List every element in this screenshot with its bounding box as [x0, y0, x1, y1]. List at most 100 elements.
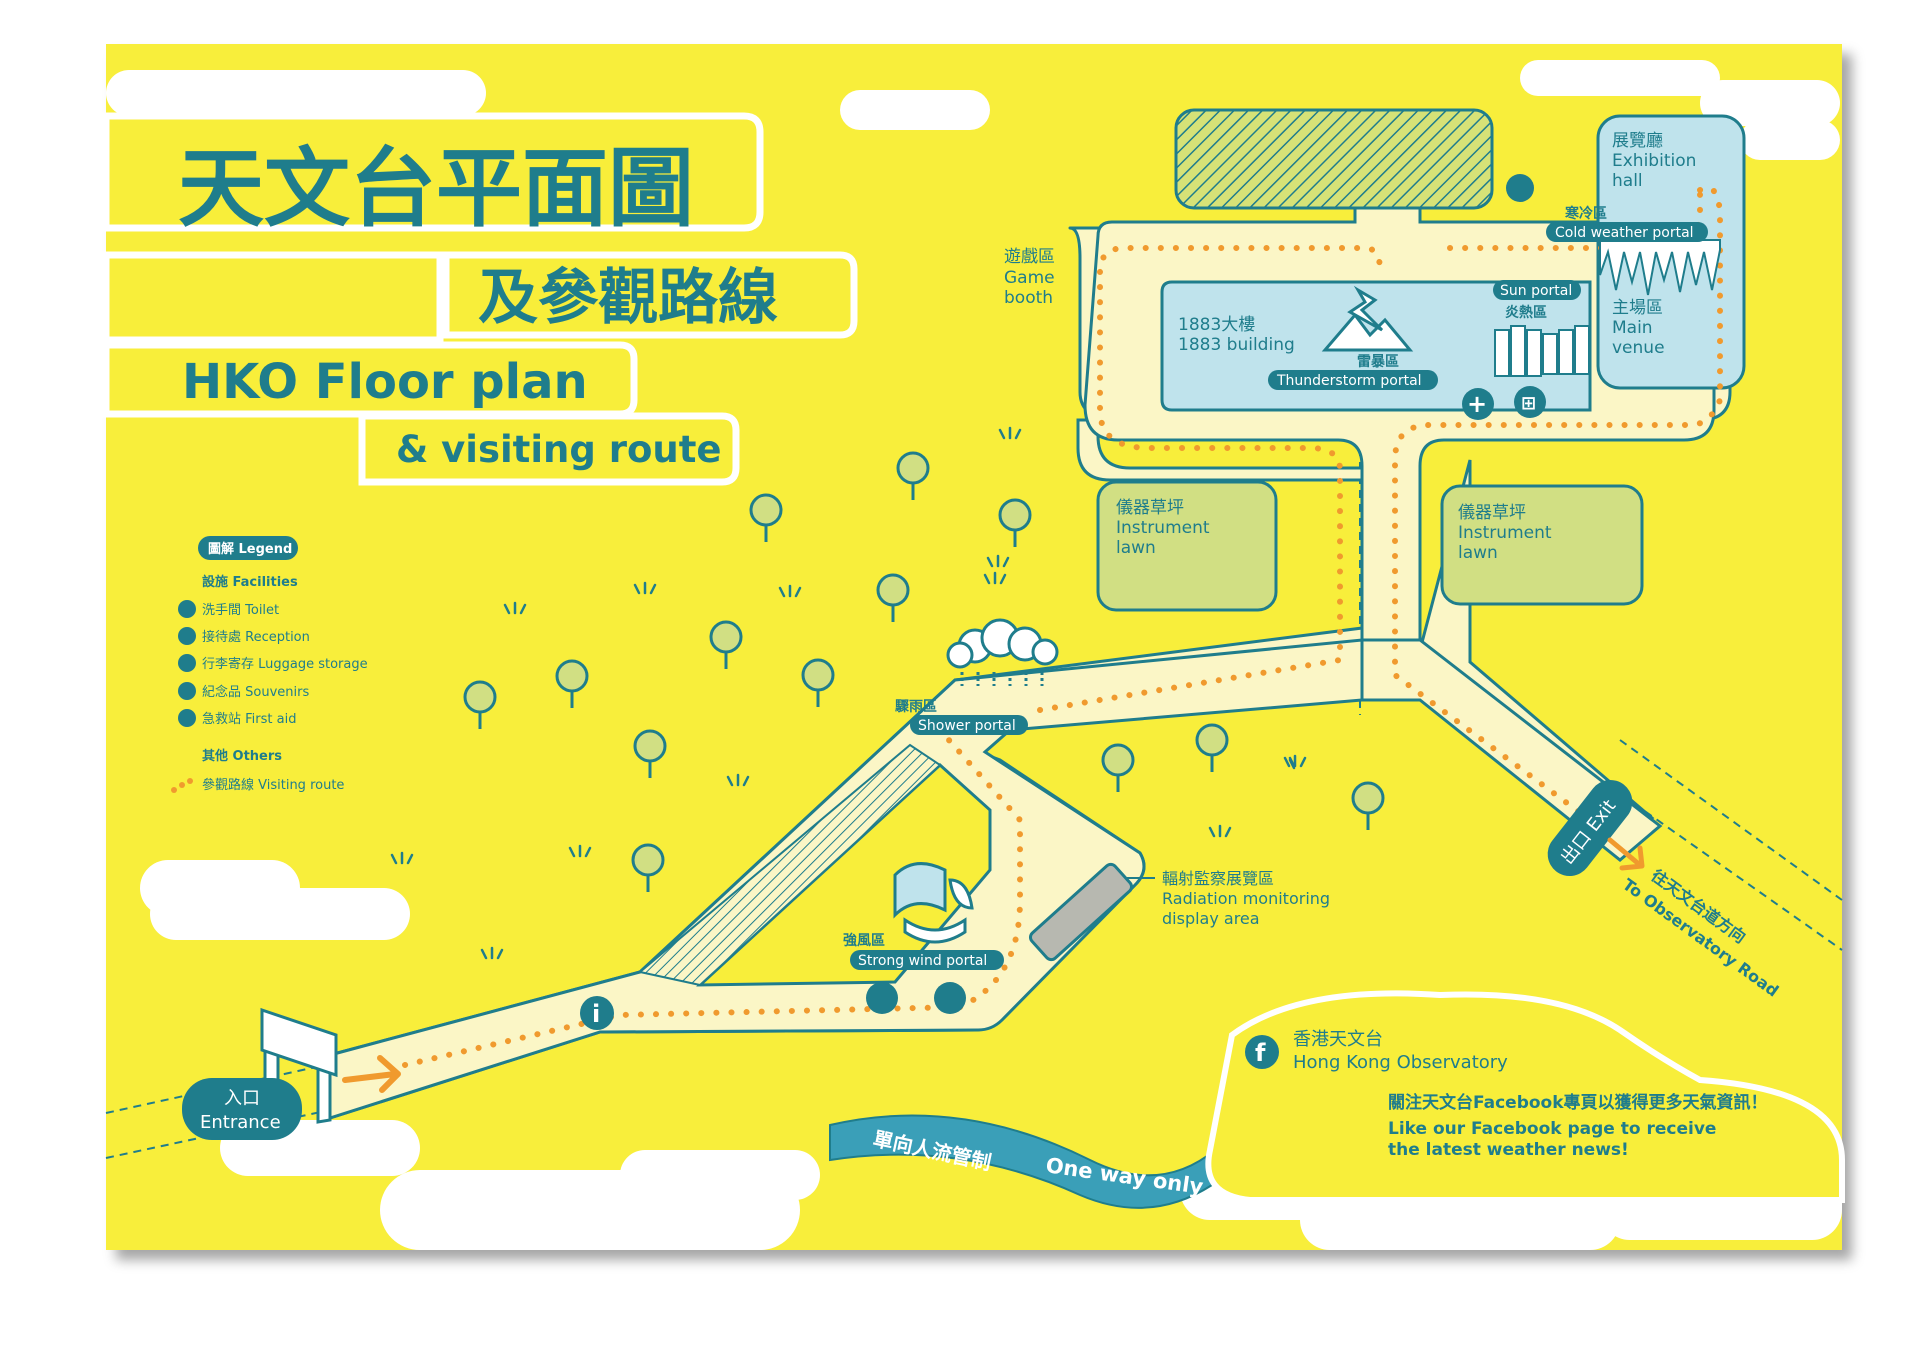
cold-zh: 寒冷區 [1565, 205, 1607, 222]
legend-reception: 接待處 Reception [202, 629, 310, 645]
entrance-badge [182, 1078, 302, 1140]
wind-portal-icon [893, 862, 974, 944]
sun-portal-icon [1494, 325, 1590, 377]
entrance-zh: 入口 [224, 1088, 260, 1109]
sun-en: Sun portal [1500, 283, 1572, 299]
game-booth-en2: booth [1004, 288, 1053, 308]
shower-en: Shower portal [918, 718, 1016, 734]
route-dot-icon [171, 787, 177, 793]
facebook-icon[interactable] [1245, 1035, 1279, 1069]
main-zh: 主場區 [1612, 298, 1663, 318]
game-booth-zh: 遊戲區 [1004, 247, 1055, 267]
tree-icon [463, 680, 497, 729]
title-zh-line1: 天文台平面圖 [178, 139, 694, 239]
building-zh: 1883大樓 [1178, 315, 1255, 335]
facebook-glyph: f [1255, 1039, 1266, 1067]
exhibition-zh: 展覽廳 [1612, 131, 1663, 151]
game-booth-en1: Game [1004, 268, 1055, 288]
info-glyph: i [592, 1000, 600, 1028]
wind-zh: 強風區 [843, 932, 885, 949]
shower-label-pill [910, 715, 1028, 735]
facebook-promo-zh: 關注天文台Facebook專頁以獲得更多天氣資訊！ [1388, 1092, 1768, 1113]
luggage-icon [178, 654, 196, 672]
legend-heading-pill [198, 536, 298, 560]
building-en: 1883 building [1178, 335, 1295, 355]
legend-heading: 圖解 Legend [208, 541, 292, 557]
toilet-icon [178, 600, 196, 618]
luggage-icon [934, 982, 966, 1014]
thunder-label-pill [1268, 370, 1438, 390]
legend-first-aid: 急救站 First aid [202, 711, 296, 727]
title-en-line1: HKO Floor plan [182, 354, 588, 410]
radiation-en1: Radiation monitoring [1162, 889, 1330, 908]
tree-icon [801, 658, 835, 707]
facebook-promo-en1: Like our Facebook page to receive [1388, 1119, 1716, 1139]
lawn-left-en1: Instrument [1116, 518, 1210, 538]
title-banners [102, 112, 858, 486]
shower-zh: 驟雨區 [895, 699, 937, 715]
cold-en: Cold weather portal [1555, 225, 1694, 241]
main-en2: venue [1612, 338, 1665, 358]
hatched-ramp [637, 743, 942, 987]
exhibition-en1: Exhibition [1612, 151, 1696, 171]
tree-icon [1351, 781, 1385, 830]
lawn-right-en1: Instrument [1458, 523, 1552, 543]
gift-glyph: ⊞ [1521, 393, 1536, 414]
first-aid-glyph: + [1467, 390, 1487, 418]
lawn-right-zh: 儀器草坪 [1458, 503, 1526, 523]
legend-toilet: 洗手間 Toilet [202, 603, 279, 618]
legend-others-heading: 其他 Others [202, 748, 282, 764]
visiting-route [402, 185, 1723, 1068]
wind-label-pill [850, 950, 1004, 970]
title-en-line2: & visiting route [396, 428, 722, 471]
legend-facilities-heading: 設施 Facilities [202, 574, 298, 590]
cold-portal-icon [1599, 239, 1721, 296]
thunder-zh: 雷暴區 [1357, 353, 1399, 370]
wind-en: Strong wind portal [858, 953, 987, 969]
exit-arrow-icon [1607, 837, 1645, 871]
hatched-block [1174, 108, 1494, 210]
first-aid-icon [178, 709, 196, 727]
radiation-en2: display area [1162, 909, 1260, 928]
toilet-icon [1506, 174, 1534, 202]
tree-icon [998, 498, 1032, 547]
tree-icon [555, 659, 589, 708]
exhibition-en2: hall [1612, 171, 1643, 191]
entrance-en: Entrance [200, 1112, 281, 1133]
tree-icon [633, 729, 667, 778]
radiation-display-box [1028, 862, 1134, 962]
first-aid-icon [1462, 388, 1494, 420]
tree-icon [631, 843, 665, 892]
legend-luggage: 行李寄存 Luggage storage [202, 656, 368, 672]
sun-label-pill [1493, 280, 1581, 300]
facebook-promo-en2: the latest weather news! [1388, 1140, 1629, 1160]
legend-souvenirs: 紀念品 Souvenirs [202, 684, 309, 700]
info-icon [178, 627, 196, 645]
tree-icon [709, 620, 743, 669]
facebook-name-zh: 香港天文台 [1293, 1029, 1383, 1050]
lawn-left-en2: lawn [1116, 538, 1156, 558]
info-icon [580, 996, 614, 1030]
tree-icon [749, 493, 783, 542]
legend: 圖解 Legend 設施 Facilities 洗手間 Toilet 接待處 R… [171, 536, 368, 793]
shower-cloud-icon [946, 618, 1059, 686]
sun-zh: 炎熱區 [1505, 304, 1547, 321]
gift-icon [1514, 386, 1546, 418]
instrument-lawn-left [1096, 480, 1278, 612]
toilet-icon [866, 982, 898, 1014]
facebook-panel [1205, 990, 1845, 1203]
gift-icon [178, 682, 196, 700]
title-zh-line2: 及參觀路線 [478, 263, 778, 333]
thunder-en: Thunderstorm portal [1276, 373, 1422, 389]
tree-icon [876, 573, 910, 622]
trees [463, 451, 1385, 892]
legend-route: 參觀路線 Visiting route [202, 777, 344, 793]
entrance-arrow-icon [342, 1055, 401, 1093]
lawn-right-en2: lawn [1458, 543, 1498, 563]
facebook-name-en: Hong Kong Observatory [1293, 1052, 1508, 1073]
tree-icon [1195, 723, 1229, 772]
thunder-mountain-icon [1321, 285, 1414, 352]
radiation-zh: 輻射監察展覽區 [1162, 869, 1274, 888]
cold-label-pill [1546, 222, 1708, 242]
